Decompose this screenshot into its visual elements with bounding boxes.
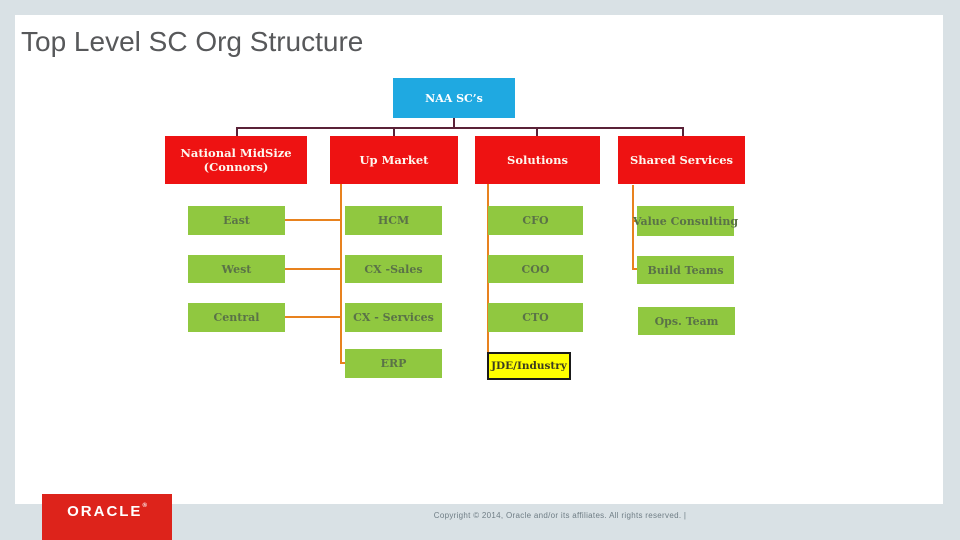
org-leaf-central[interactable]: Central bbox=[188, 303, 285, 332]
connector-west-stub bbox=[285, 268, 340, 270]
oracle-wordmark: ORACLE® bbox=[42, 503, 172, 520]
registered-mark: ® bbox=[142, 503, 147, 509]
copyright-text: Copyright © 2014, Oracle and/or its affi… bbox=[433, 511, 687, 520]
connector-buildteams-stub bbox=[632, 268, 638, 270]
org-leaf-ops-team[interactable]: Ops. Team bbox=[638, 307, 735, 335]
connector-east-stub bbox=[285, 219, 340, 221]
connector-drop-branch-1 bbox=[393, 127, 395, 137]
org-leaf-coo[interactable]: COO bbox=[488, 255, 583, 283]
connector-root-stem bbox=[453, 117, 455, 129]
org-leaf-east[interactable]: East bbox=[188, 206, 285, 235]
org-leaf-cfo[interactable]: CFO bbox=[488, 206, 583, 235]
page-title: Top Level SC Org Structure bbox=[21, 26, 364, 57]
oracle-wordmark-text: ORACLE bbox=[67, 503, 143, 520]
connector-drop-branch-0 bbox=[236, 127, 238, 137]
org-leaf-cx-services[interactable]: CX - Services bbox=[345, 303, 442, 332]
org-leaf-jde-industry[interactable]: JDE/Industry bbox=[487, 352, 571, 380]
org-leaf-erp[interactable]: ERP bbox=[345, 349, 442, 378]
connector-drop-branch-3 bbox=[682, 127, 684, 137]
connector-valuecons-stub bbox=[632, 220, 638, 222]
connector-upmarket-spine bbox=[340, 184, 342, 364]
org-leaf-value-consulting[interactable]: Value Consulting bbox=[633, 206, 738, 236]
org-leaf-build-teams[interactable]: Build Teams bbox=[637, 256, 734, 284]
connector-drop-branch-2 bbox=[536, 127, 538, 137]
oracle-logo: ORACLE® bbox=[42, 494, 172, 540]
org-leaf-hcm[interactable]: HCM bbox=[345, 206, 442, 235]
org-root-box[interactable]: NAA SC’s bbox=[393, 78, 515, 118]
connector-root-crossbar bbox=[236, 127, 684, 129]
org-branch-solutions[interactable]: Solutions bbox=[475, 136, 600, 184]
org-branch-national-midsize[interactable]: National MidSize (Connors) bbox=[165, 136, 307, 184]
connector-shared-spine bbox=[632, 185, 634, 270]
org-leaf-cx-sales[interactable]: CX -Sales bbox=[345, 255, 442, 283]
connector-central-stub bbox=[285, 316, 340, 318]
org-leaf-west[interactable]: West bbox=[188, 255, 285, 283]
org-leaf-cto[interactable]: CTO bbox=[488, 303, 583, 332]
org-branch-up-market[interactable]: Up Market bbox=[330, 136, 458, 184]
org-branch-shared-services[interactable]: Shared Services bbox=[618, 136, 745, 184]
connector-erp-stub bbox=[340, 362, 346, 364]
